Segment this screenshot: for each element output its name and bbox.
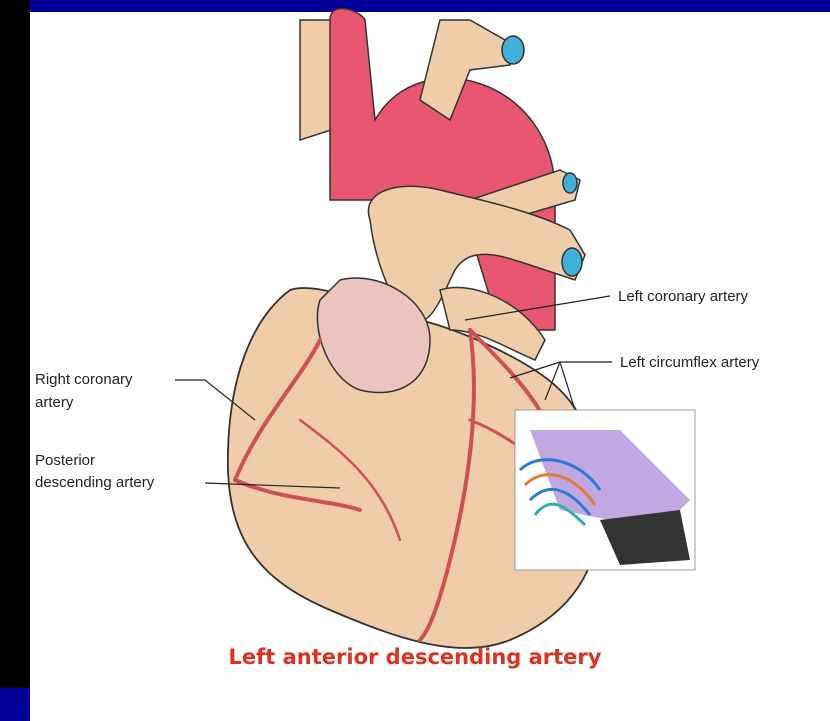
label-right-coronary-line1: Right coronary	[35, 371, 133, 389]
vessel-opening-1	[502, 36, 524, 64]
vessel-opening-3	[562, 248, 582, 276]
caption: Left anterior descending artery	[0, 645, 830, 669]
label-left-coronary-artery: Left coronary artery	[618, 288, 748, 306]
label-right-coronary-line2: artery	[35, 394, 73, 412]
label-left-circumflex-artery: Left circumflex artery	[620, 354, 759, 372]
label-posterior-line2: descending artery	[35, 474, 154, 492]
label-posterior-line1: Posterior	[35, 452, 95, 470]
inset-image	[515, 410, 695, 570]
vessel-opening-2	[563, 173, 577, 193]
